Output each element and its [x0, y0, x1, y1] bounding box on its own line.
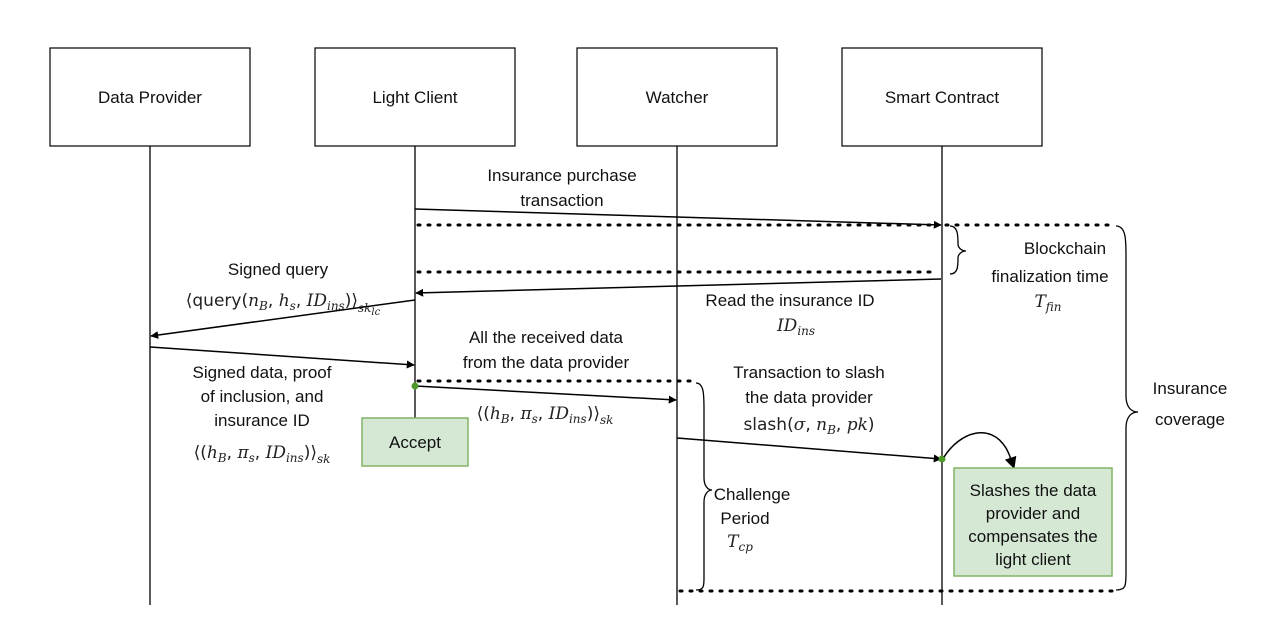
accept-label: Accept: [389, 433, 441, 452]
arrow-all-received: [414, 385, 677, 404]
arrow-signed-query: [150, 299, 416, 339]
brace-insurance-coverage: [1115, 225, 1139, 591]
slashes-line-2: provider and: [986, 504, 1081, 523]
label-slash-formula: slash(σ, nB, pk): [743, 415, 874, 437]
arrow-read-insurance-id: [415, 278, 942, 297]
label-slash-tx-1: Transaction to slash: [733, 363, 885, 382]
label-signed-data-1: Signed data, proof: [193, 363, 332, 382]
label-t-fin: Tfin: [1034, 292, 1061, 314]
slashes-line-3: compensates the: [968, 527, 1097, 546]
label-challenge-1: Challenge: [714, 485, 791, 504]
label-slash-tx-2: the data provider: [745, 388, 873, 407]
actor-watcher: Watcher: [576, 47, 778, 147]
label-insurance-coverage-1: Insurance: [1153, 379, 1228, 398]
actor-light-client: Light Client: [314, 47, 516, 147]
actor-label-smart-contract: Smart Contract: [885, 88, 1000, 107]
label-signed-query-formula: ⟨query(nB, hs, IDins)⟩sklc: [186, 291, 381, 318]
label-all-received-1: All the received data: [469, 328, 624, 347]
label-read-insurance-id: Read the insurance ID: [705, 291, 874, 310]
label-blockchain-1: Blockchain: [1024, 239, 1106, 258]
label-signed-query: Signed query: [228, 260, 329, 279]
brace-finalization: [949, 225, 967, 275]
label-insurance-purchase-2: transaction: [520, 191, 603, 210]
label-all-received-2: from the data provider: [463, 353, 630, 372]
arrow-insurance-purchase: [414, 208, 942, 229]
label-t-cp: Tcp: [727, 532, 753, 554]
label-insurance-purchase-1: Insurance purchase: [487, 166, 636, 185]
label-insurance-coverage-2: coverage: [1155, 410, 1225, 429]
label-signed-data-formula: ⟨(hB, πs, IDins)⟩sk: [194, 443, 331, 466]
slashes-box: Slashes the data provider and compensate…: [953, 467, 1113, 577]
arrow-signed-data: [149, 346, 415, 369]
label-challenge-2: Period: [720, 509, 769, 528]
slashes-line-1: Slashes the data: [970, 481, 1097, 500]
label-signed-data-3: insurance ID: [214, 411, 309, 430]
actor-label-watcher: Watcher: [646, 88, 709, 107]
point-light-client-send: [411, 382, 419, 390]
slashes-line-4: light client: [995, 550, 1071, 569]
actor-smart-contract: Smart Contract: [841, 47, 1043, 147]
arrow-self-slash: [943, 431, 1017, 470]
brace-challenge-period: [695, 382, 713, 591]
label-all-received-formula: ⟨(hB, πs, IDins)⟩sk: [477, 404, 614, 427]
actor-data-provider: Data Provider: [49, 47, 251, 147]
actor-label-light-client: Light Client: [372, 88, 457, 107]
label-blockchain-2: finalization time: [991, 267, 1108, 286]
arrow-slash-transaction: [676, 437, 942, 463]
label-id-ins-formula: IDins: [776, 316, 815, 338]
point-smart-contract-slash: [938, 455, 946, 463]
accept-box: Accept: [361, 417, 469, 467]
actor-label-data-provider: Data Provider: [98, 88, 202, 107]
label-signed-data-2: of inclusion, and: [201, 387, 324, 406]
